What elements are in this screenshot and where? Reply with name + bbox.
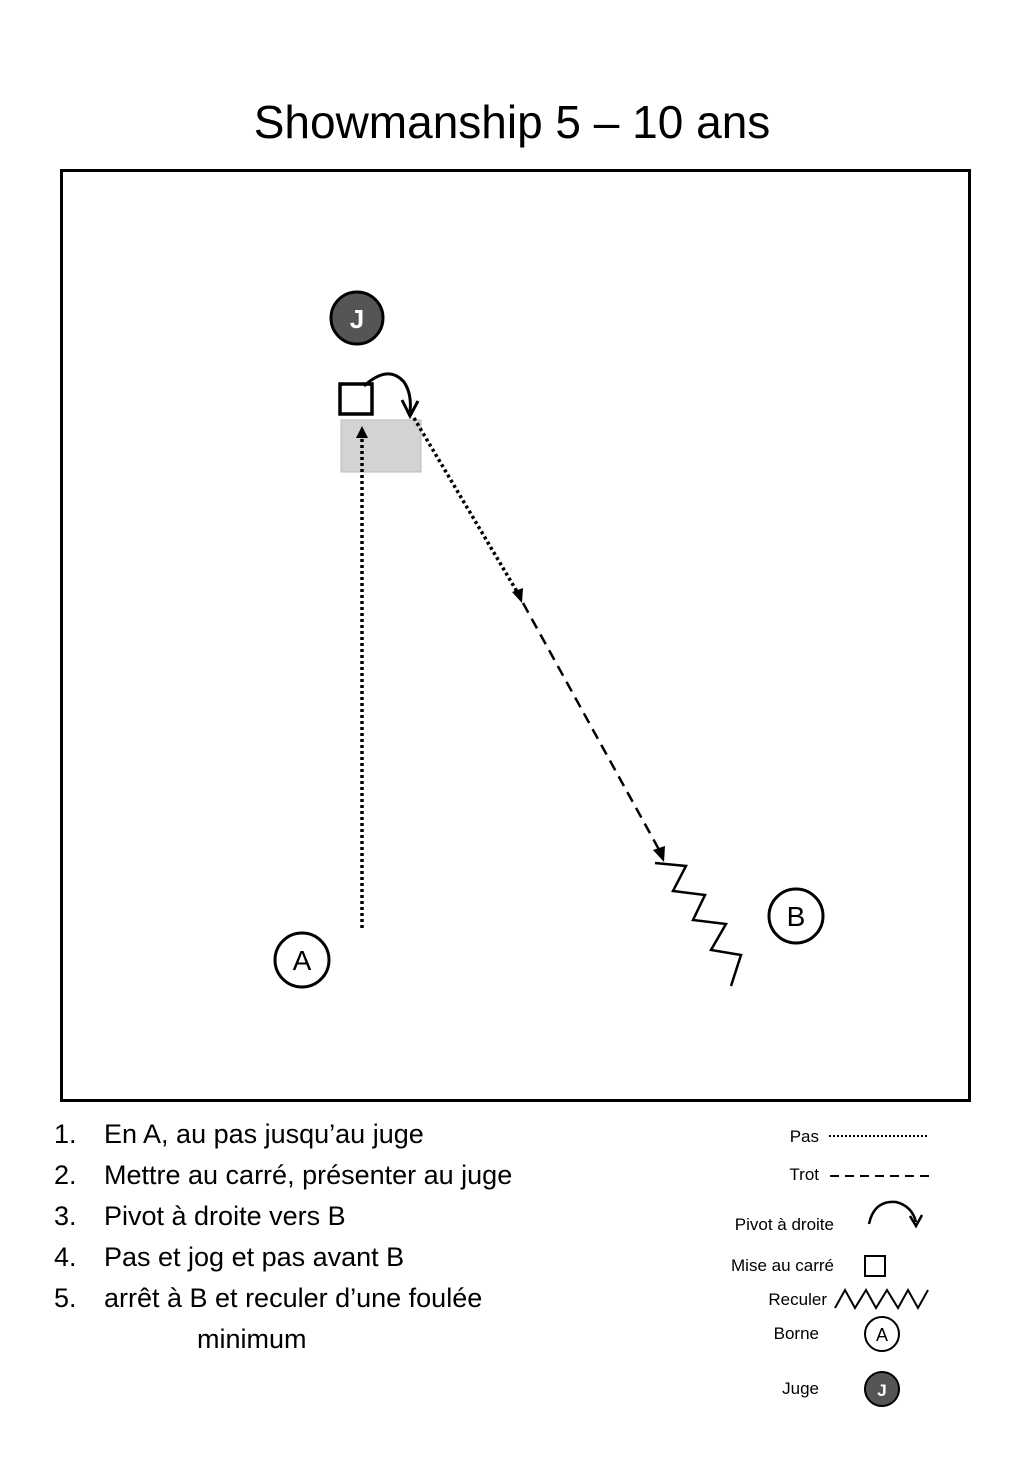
page-title: Showmanship 5 – 10 ans bbox=[253, 96, 771, 148]
step-number: 5. bbox=[54, 1283, 77, 1313]
stop-area-shade bbox=[340, 419, 422, 473]
legend-cone-icon: A bbox=[864, 1316, 900, 1352]
step-text-continuation: minimum bbox=[197, 1324, 307, 1354]
legend-walk-label: Pas bbox=[789, 1127, 819, 1146]
instruction-step: 5. arrêt à B et reculer d’une foulée min… bbox=[54, 1278, 512, 1360]
instruction-step: 2. Mettre au carré, présenter au juge bbox=[54, 1155, 512, 1196]
step-text: Pas et jog et pas avant B bbox=[104, 1242, 405, 1272]
legend-trot-label: Trot bbox=[789, 1165, 819, 1184]
square-up-box bbox=[338, 382, 374, 416]
step-number: 4. bbox=[54, 1242, 77, 1272]
legend-cone-label: Borne bbox=[773, 1324, 819, 1343]
step-number: 3. bbox=[54, 1201, 77, 1231]
step-text: Mettre au carré, présenter au juge bbox=[104, 1160, 513, 1190]
legend-square-icon bbox=[864, 1255, 886, 1277]
back-up-zigzag bbox=[654, 861, 743, 987]
instruction-step: 3. Pivot à droite vers B bbox=[54, 1196, 512, 1237]
legend-judge-symbol: J bbox=[877, 1381, 886, 1400]
legend-pivot-icon bbox=[867, 1200, 924, 1229]
legend-cone-symbol: A bbox=[876, 1325, 888, 1345]
arena-border bbox=[60, 169, 971, 1102]
cone-b: B bbox=[767, 887, 825, 945]
trot-arrowhead-icon bbox=[653, 846, 665, 862]
step-text: arrêt à B et reculer d’une foulée bbox=[104, 1283, 483, 1313]
judge-marker: J bbox=[329, 290, 385, 346]
step-number: 2. bbox=[54, 1160, 77, 1190]
legend-back-icon bbox=[834, 1287, 929, 1311]
cone-b-label: B bbox=[787, 901, 806, 932]
step-text: En A, au pas jusqu’au juge bbox=[104, 1119, 424, 1149]
trot-path bbox=[521, 602, 664, 856]
instruction-step: 4. Pas et jog et pas avant B bbox=[54, 1237, 512, 1278]
legend-pivot-label: Pivot à droite bbox=[734, 1215, 834, 1234]
legend-judge-label: Juge bbox=[782, 1379, 819, 1398]
judge-label: J bbox=[350, 304, 364, 334]
pivot-arrowhead-icon bbox=[400, 399, 420, 420]
legend-judge-icon: J bbox=[864, 1371, 900, 1407]
pivot-arc bbox=[362, 372, 412, 413]
walk-arrowhead-icon bbox=[356, 426, 368, 438]
walk-trot-arrowhead-icon bbox=[512, 588, 523, 603]
step-number: 1. bbox=[54, 1119, 77, 1149]
cone-a: A bbox=[273, 931, 331, 989]
cone-a-label: A bbox=[293, 945, 312, 976]
step-text: Pivot à droite vers B bbox=[104, 1201, 346, 1231]
legend-square-label: Mise au carré bbox=[731, 1256, 834, 1275]
instructions-list: 1. En A, au pas jusqu’au juge 2. Mettre … bbox=[54, 1114, 512, 1360]
legend-back-label: Reculer bbox=[768, 1290, 827, 1309]
walk-path-after-pivot bbox=[412, 417, 521, 596]
instruction-step: 1. En A, au pas jusqu’au juge bbox=[54, 1114, 512, 1155]
